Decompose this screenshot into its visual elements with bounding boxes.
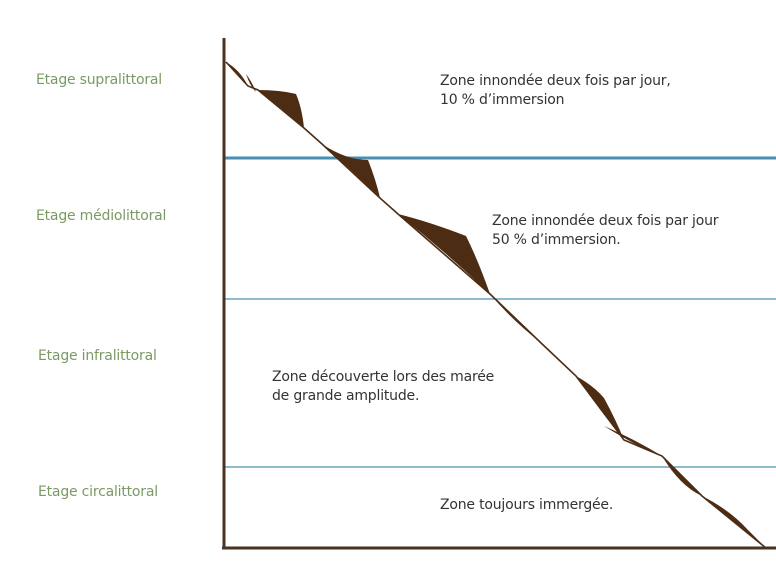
shore-profile bbox=[225, 61, 767, 549]
zone-description-line: 50 % d’immersion. bbox=[492, 232, 621, 248]
zone-description-line: Zone toujours immergée. bbox=[440, 497, 614, 513]
shore-fill-segment bbox=[322, 144, 380, 198]
zone-description-mediolittoral: Zone innondée deux fois par jour 50 % d’… bbox=[492, 212, 719, 250]
zone-description-circalittoral: Zone toujours immergée. bbox=[440, 496, 613, 515]
zone-description-infralittoral: Zone découverte lors des marée de grande… bbox=[272, 368, 494, 406]
zone-description-line: Zone innondée deux fois par jour bbox=[492, 213, 719, 229]
zone-description-supralittoral: Zone innondée deux fois par jour, 10 % d… bbox=[440, 72, 671, 110]
shore-fill-segment bbox=[258, 90, 304, 128]
stage-label-supralittoral: Etage supralittoral bbox=[36, 72, 163, 88]
zone-description-line: de grande amplitude. bbox=[272, 388, 420, 404]
zone-description-line: 10 % d’immersion bbox=[440, 92, 565, 108]
stage-label-infralittoral: Etage infralittoral bbox=[38, 348, 157, 364]
shore-fill-segment bbox=[398, 214, 490, 294]
zone-description-line: Zone innondée deux fois par jour, bbox=[440, 73, 671, 89]
zone-description-line: Zone découverte lors des marée bbox=[272, 369, 495, 385]
stage-label-mediolittoral: Etage médiolittoral bbox=[36, 208, 167, 224]
shore-outline bbox=[225, 61, 767, 549]
stage-label-circalittoral: Etage circalittoral bbox=[38, 484, 158, 500]
